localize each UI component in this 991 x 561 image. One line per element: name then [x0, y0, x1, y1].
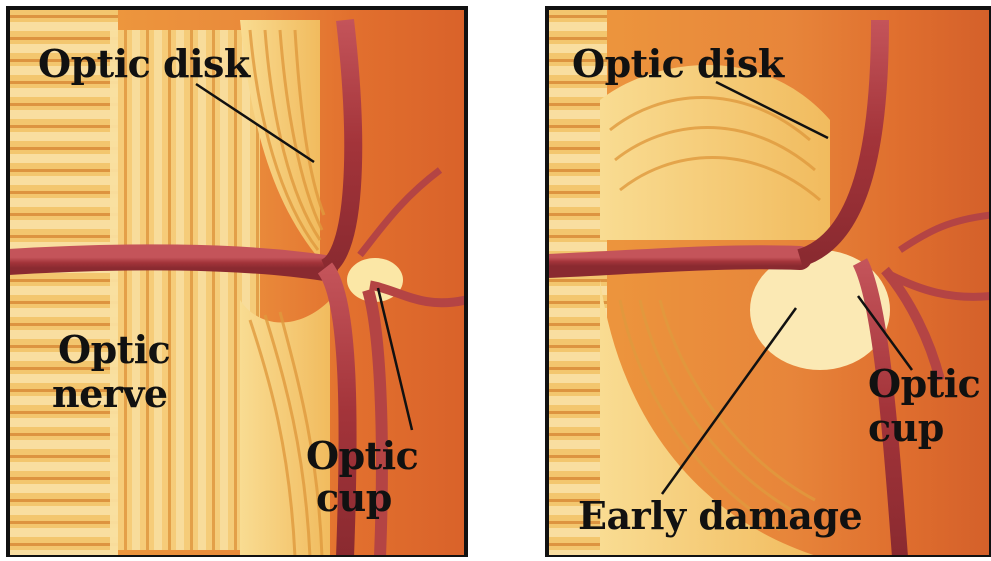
optic-disk-label-right: Optic disk: [572, 44, 784, 84]
optic-disk-label-left: Optic disk: [38, 44, 250, 84]
optic-cup-label-right-line1: Optic: [868, 364, 980, 404]
optic-nerve-label-line2: nerve: [52, 374, 168, 414]
optic-nerve-label-line1: Optic: [58, 330, 170, 370]
optic-cup-label-left-line1: Optic: [306, 436, 418, 476]
glaucoma-eye-panel: [547, 8, 991, 557]
early-damage-label: Early damage: [578, 496, 862, 536]
optic-cup-label-right-line2: cup: [868, 408, 944, 448]
optic-cup-label-left-line2: cup: [316, 478, 392, 518]
